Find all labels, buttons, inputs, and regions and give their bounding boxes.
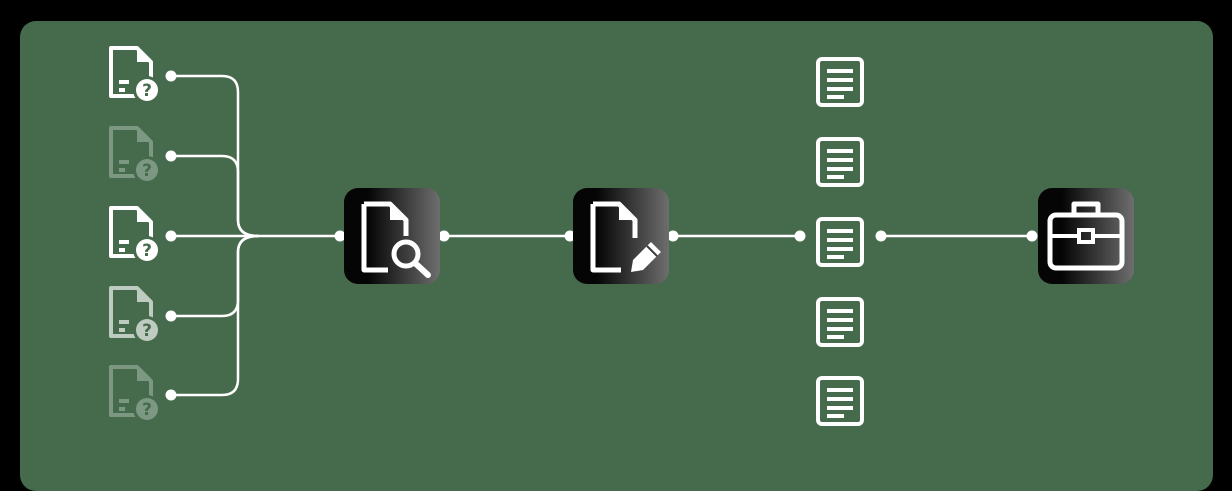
document-lines-icon [816,376,864,426]
svg-text:?: ? [142,161,152,181]
connector-dot [334,230,346,242]
input-connector [169,234,260,318]
briefcase-icon [1047,201,1125,271]
connector-dot [438,230,450,242]
output-documents [816,57,864,426]
svg-text:?: ? [142,400,152,420]
document-question-icon: ? [109,365,161,423]
document-question-icon: ? [109,286,161,344]
input-connector [169,234,260,397]
document-lines-icon [816,297,864,347]
svg-text:?: ? [142,321,152,341]
diagram-stage: ????? [20,21,1213,491]
input-documents: ????? [109,46,161,423]
processing-stages [344,188,669,284]
document-search-icon [361,201,431,278]
connector-dot [165,310,177,322]
input-connector [169,154,260,238]
svg-text:?: ? [142,81,152,101]
connector-dot [165,389,177,401]
destination-node [1038,188,1134,284]
connector-dot [875,230,887,242]
document-edit-icon [590,201,661,273]
stage-node-box [1038,188,1134,284]
connector-dot [165,70,177,82]
document-lines-icon [816,137,864,187]
document-lines-icon [816,217,864,267]
pipeline-diagram: ????? [109,46,1134,426]
connector-dot [1026,230,1038,242]
document-lines-icon [816,57,864,107]
connector-dot [165,150,177,162]
connector-lines [165,70,1038,401]
stage-node-destination [1038,188,1134,284]
connector-dot [794,230,806,242]
stage-node-search [344,188,440,284]
svg-text:?: ? [142,241,152,261]
document-question-icon: ? [109,126,161,184]
stage-node-edit [573,188,669,284]
connector-dot [165,230,177,242]
connector-dot [564,230,576,242]
connector-dot [667,230,679,242]
document-question-icon: ? [109,46,161,104]
document-question-icon: ? [109,206,161,264]
